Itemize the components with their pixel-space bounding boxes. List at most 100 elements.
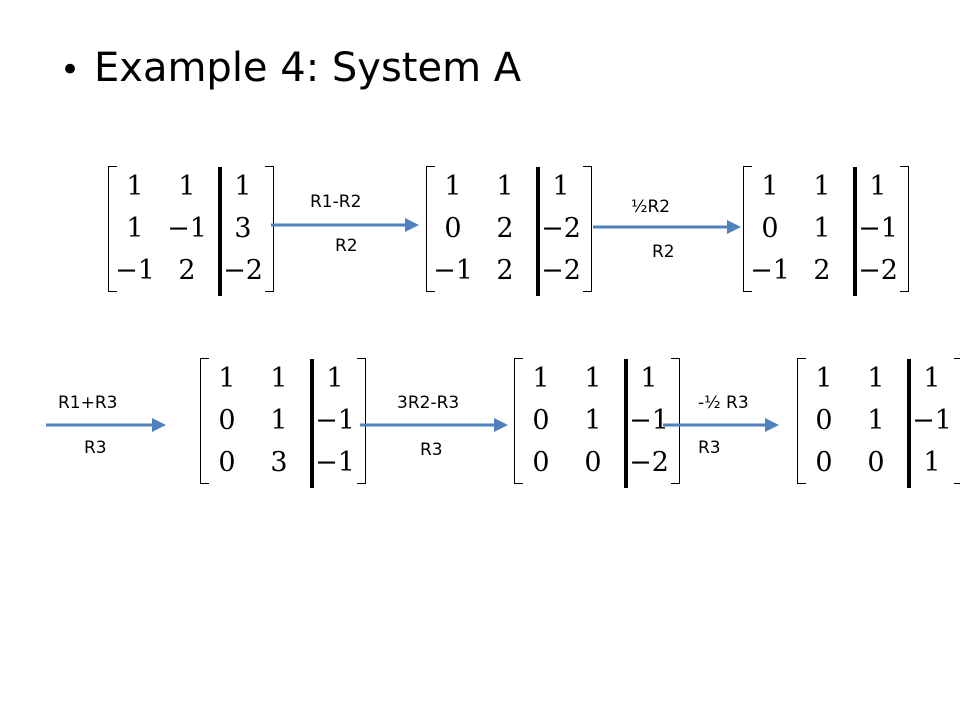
- right-bracket: [357, 358, 366, 484]
- matrix-entry: 1: [496, 171, 514, 202]
- augmented-divider: [310, 359, 314, 488]
- matrix-entry: 2: [496, 213, 514, 244]
- matrix-entry: 1: [869, 171, 887, 202]
- matrix-entry: −2: [629, 447, 669, 478]
- matrix-entry: 1: [552, 171, 570, 202]
- left-bracket: [426, 166, 435, 292]
- slide-title-row: • Example 4: System A: [60, 40, 521, 98]
- left-bracket: [797, 358, 806, 484]
- matrix-entry: −2: [858, 255, 898, 286]
- matrix-entry: 1: [584, 405, 602, 436]
- matrix-entry: 2: [813, 255, 831, 286]
- matrix-entry: 1: [813, 171, 831, 202]
- matrix-entry: −1: [315, 405, 355, 436]
- matrix-entry: 0: [815, 405, 833, 436]
- row-operation-label: ½R2: [631, 197, 671, 217]
- matrix-entry: 1: [867, 363, 885, 394]
- matrix-entry: 1: [640, 363, 658, 394]
- matrix-entry: 0: [532, 447, 550, 478]
- bullet-point: •: [60, 50, 81, 90]
- transform-arrow: [360, 418, 508, 432]
- matrix-entry: 1: [923, 363, 941, 394]
- matrix-entry: 1: [444, 171, 462, 202]
- matrix-entry: 0: [761, 213, 779, 244]
- matrix-entry: 3: [270, 447, 288, 478]
- right-bracket: [954, 358, 960, 484]
- augmented-divider: [218, 167, 222, 296]
- matrix-entry: 0: [815, 447, 833, 478]
- matrix-entry: 1: [532, 363, 550, 394]
- matrix-entry: 3: [234, 213, 252, 244]
- right-bracket: [265, 166, 274, 292]
- arrow-head: [765, 418, 779, 432]
- row-operation-label: R1+R3: [58, 393, 118, 413]
- matrix-entry: 1: [815, 363, 833, 394]
- augmented-matrix: 1 1 1 0 1 −1 0 0 1: [797, 358, 960, 488]
- matrix-entry: 1: [218, 363, 236, 394]
- row-operation-label: 3R2-R3: [397, 393, 460, 413]
- matrix-entry: −1: [912, 405, 952, 436]
- left-bracket: [514, 358, 523, 484]
- augmented-divider: [907, 359, 911, 488]
- transform-arrow: [271, 218, 419, 232]
- augmented-divider: [853, 167, 857, 296]
- matrix-entry: 1: [761, 171, 779, 202]
- matrix-entry: −1: [315, 447, 355, 478]
- target-row-label: R2: [652, 242, 675, 262]
- matrix-entry: 0: [444, 213, 462, 244]
- matrix-entry: 2: [496, 255, 514, 286]
- augmented-matrix: 1 1 1 0 1 −1 −1 2 −2: [743, 166, 909, 296]
- matrix-entry: 1: [813, 213, 831, 244]
- matrix-entry: 0: [532, 405, 550, 436]
- row-operation-label: -½ R3: [698, 393, 749, 413]
- left-bracket: [108, 166, 117, 292]
- augmented-matrix: 1 1 1 0 1 −1 0 3 −1: [200, 358, 366, 488]
- matrix-entry: 1: [178, 171, 196, 202]
- matrix-entry: −1: [858, 213, 898, 244]
- matrix-entry: 0: [218, 405, 236, 436]
- target-row-label: R3: [698, 438, 721, 458]
- transform-arrow: [593, 220, 741, 234]
- matrix-entry: −2: [541, 213, 581, 244]
- left-bracket: [743, 166, 752, 292]
- matrix-entry: 1: [867, 405, 885, 436]
- matrix-entry: 0: [218, 447, 236, 478]
- right-bracket: [900, 166, 909, 292]
- arrow-head: [727, 220, 741, 234]
- right-bracket: [583, 166, 592, 292]
- transform-arrow: [663, 418, 779, 432]
- target-row-label: R2: [335, 236, 358, 256]
- arrow-head: [405, 218, 419, 232]
- matrix-entry: −1: [167, 213, 207, 244]
- augmented-divider: [536, 167, 540, 296]
- right-bracket: [671, 358, 680, 484]
- target-row-label: R3: [84, 438, 107, 458]
- matrix-entry: 1: [234, 171, 252, 202]
- target-row-label: R3: [420, 440, 443, 460]
- matrix-entry: −1: [750, 255, 790, 286]
- row-operation-label: R1-R2: [310, 192, 362, 212]
- matrix-entry: 1: [270, 405, 288, 436]
- matrix-entry: 1: [126, 171, 144, 202]
- matrix-entry: −1: [115, 255, 155, 286]
- augmented-matrix: 1 1 1 0 1 −1 0 0 −2: [514, 358, 680, 488]
- augmented-matrix: 1 1 1 0 2 −2 −1 2 −2: [426, 166, 592, 296]
- matrix-entry: 1: [126, 213, 144, 244]
- matrix-entry: 0: [584, 447, 602, 478]
- transform-arrow: [46, 418, 166, 432]
- matrix-entry: 1: [326, 363, 344, 394]
- matrix-entry: 1: [923, 447, 941, 478]
- arrow-head: [152, 418, 166, 432]
- matrix-entry: −2: [223, 255, 263, 286]
- left-bracket: [200, 358, 209, 484]
- augmented-divider: [624, 359, 628, 488]
- slide-title: Example 4: System A: [94, 45, 522, 91]
- matrix-entry: 2: [178, 255, 196, 286]
- matrix-entry: 1: [584, 363, 602, 394]
- matrix-entry: 0: [867, 447, 885, 478]
- matrix-entry: 1: [270, 363, 288, 394]
- matrix-entry: −1: [629, 405, 669, 436]
- arrow-head: [494, 418, 508, 432]
- matrix-entry: −1: [433, 255, 473, 286]
- matrix-entry: −2: [541, 255, 581, 286]
